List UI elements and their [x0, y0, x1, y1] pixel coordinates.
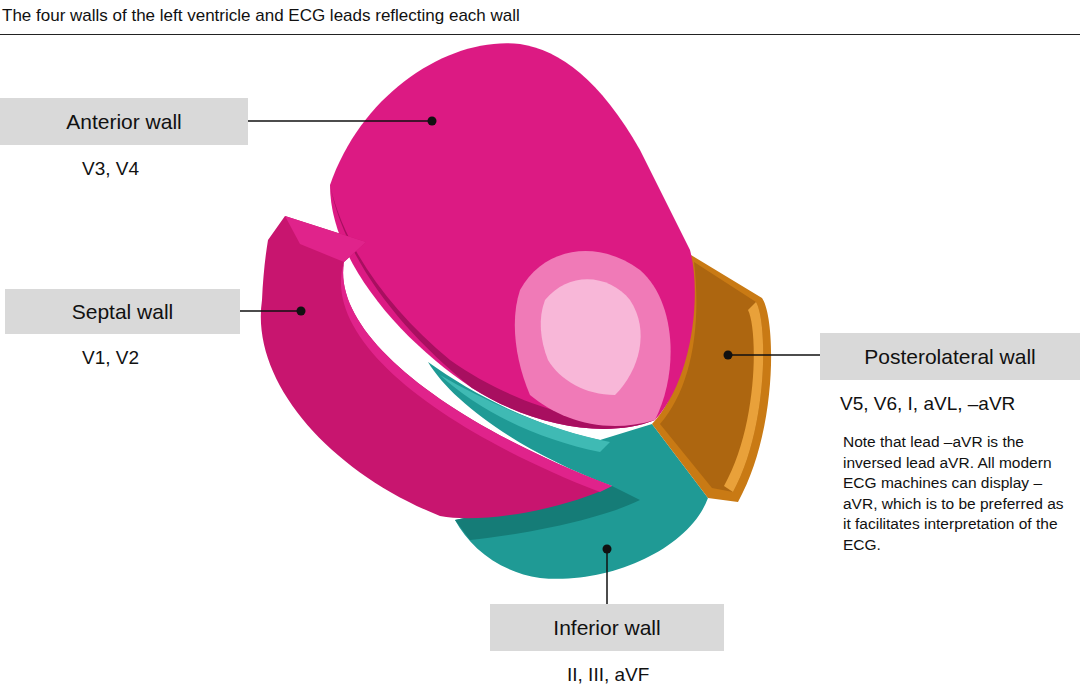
septal-wall-edge: [285, 216, 366, 262]
septal-wall-inner: [341, 262, 612, 492]
figure-title: The four walls of the left ventricle and…: [2, 6, 520, 26]
ecg-leads: V1, V2: [82, 347, 139, 369]
leader-dot: [724, 351, 733, 360]
title-rule: [0, 34, 1080, 35]
wall-label-box: Posterolateral wallV5, V6, I, aVL, –aVR: [820, 333, 1080, 380]
note-text: Note that lead –aVR is the inversed lead…: [843, 432, 1065, 555]
leader-dot: [603, 545, 612, 554]
anterior-wall-apex-highlight: [541, 279, 641, 395]
wall-name: Anterior wall: [66, 110, 182, 134]
leader-dot: [297, 307, 306, 316]
leader-line: [728, 354, 820, 356]
wall-name: Septal wall: [72, 300, 174, 324]
wall-label-box: Inferior wallII, III, aVF: [490, 604, 724, 651]
wall-label-box: Septal wallV1, V2: [5, 289, 240, 334]
leader-line: [240, 310, 301, 312]
leader-line: [606, 549, 608, 604]
ecg-leads: V3, V4: [82, 158, 139, 180]
posterolateral-wall-rim: [724, 302, 763, 492]
septal-wall-shape: [261, 216, 612, 518]
wall-label-box: Anterior wallV3, V4: [0, 98, 248, 145]
ecg-leads: V5, V6, I, aVL, –aVR: [840, 393, 1015, 415]
anterior-wall-apex: [515, 251, 671, 426]
ecg-leads: II, III, aVF: [567, 664, 649, 686]
wall-name: Inferior wall: [553, 616, 660, 640]
leader-line: [248, 120, 432, 122]
wall-name: Posterolateral wall: [864, 345, 1036, 369]
leader-dot: [428, 117, 437, 126]
